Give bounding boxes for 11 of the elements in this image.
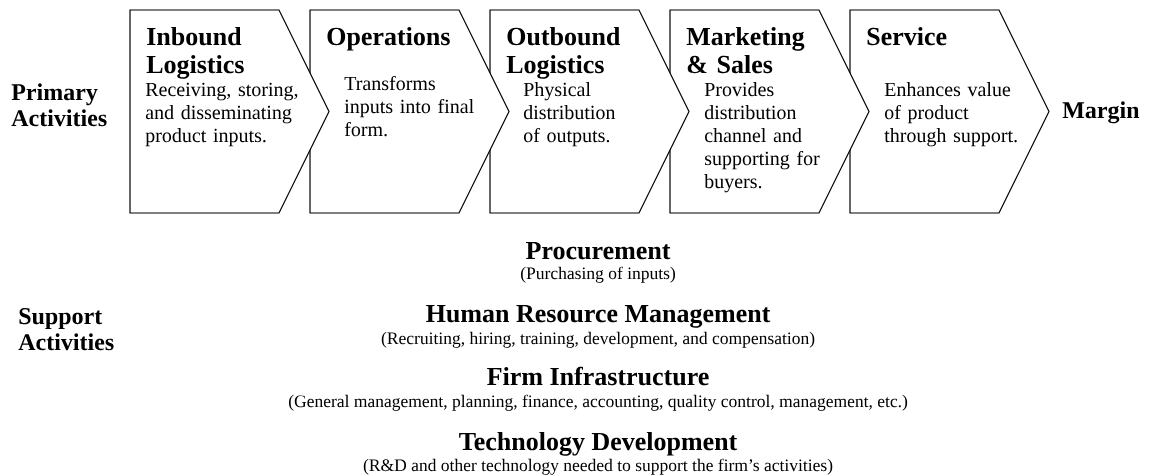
section-label: Support Activities [18,308,114,351]
activity-heading: Procurement [526,241,671,260]
activity-heading: Human Resource Management [426,304,771,328]
activity-description: (Recruiting, hiring, training, development, and compensation) [381,331,815,348]
section-label: Primary Activities [11,83,107,127]
chevron-box: Service Enhances value of product through support. [849,9,1050,214]
activity-heading: Technology Development [459,431,738,456]
activity-description: (R&D and other technology needed to support the firm’s activities) [363,458,833,475]
activity-description: (Purchasing of inputs) [521,266,675,283]
activity-heading: Firm Infrastructure [487,366,709,386]
activity-description: (General management, planning, finance, accounting, quality control, management, etc.) [289,394,908,411]
